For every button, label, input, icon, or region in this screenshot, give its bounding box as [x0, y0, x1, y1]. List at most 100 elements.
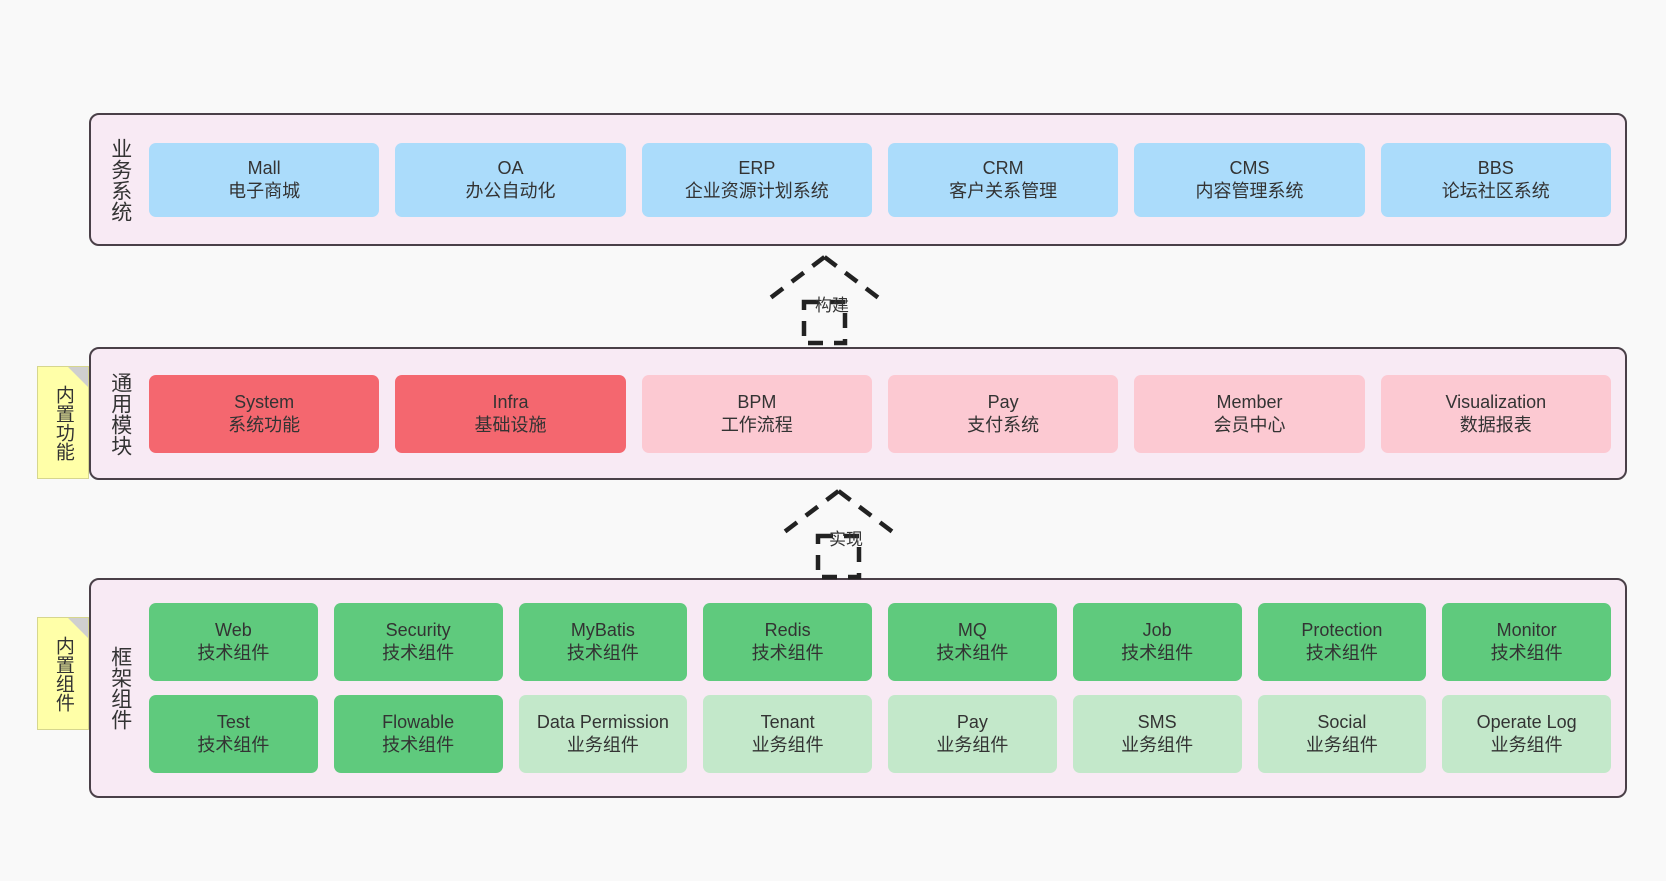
card-tenant-en: Tenant: [760, 712, 815, 733]
card-infra[interactable]: Infra 基础设施: [395, 374, 626, 453]
card-erp[interactable]: ERP 企业资源计划系统: [641, 142, 872, 217]
card-job-cn: 技术组件: [1121, 643, 1194, 663]
card-social-cn: 业务组件: [1305, 735, 1378, 755]
card-monitor-cn: 技术组件: [1490, 643, 1563, 663]
layer-frame-title: 框架组件: [108, 646, 132, 730]
card-oa-cn: 办公自动化: [465, 180, 556, 201]
card-pay-component[interactable]: Pay 业务组件: [888, 695, 1057, 773]
card-member-cn: 会员中心: [1213, 414, 1286, 435]
card-pay-module[interactable]: Pay 支付系统: [887, 374, 1119, 453]
card-member[interactable]: Member 会员中心: [1134, 374, 1365, 453]
card-security-en: Security: [385, 620, 451, 641]
card-mall-en: Mall: [247, 157, 281, 178]
realize-arrow-label: 实现: [829, 530, 863, 549]
card-flowable-en: Flowable: [382, 712, 455, 733]
card-sms-en: SMS: [1137, 712, 1177, 733]
card-mybatis[interactable]: MyBatis 技术组件: [518, 603, 688, 681]
card-web-en: Web: [215, 620, 252, 641]
card-crm[interactable]: CRM 客户关系管理: [887, 142, 1119, 217]
card-pay-module-cn: 支付系统: [967, 414, 1040, 435]
layer-business-body: Mall 电子商城 OA 办公自动化 ERP 企业资源计划系统 CRM 客户关系…: [139, 115, 1625, 244]
card-infra-en: Infra: [492, 391, 529, 412]
card-bpm-cn: 工作流程: [720, 414, 793, 435]
card-security[interactable]: Security 技术组件: [333, 603, 503, 681]
card-member-en: Member: [1216, 391, 1283, 412]
card-visualization-en: Visualization: [1445, 391, 1547, 412]
card-pay-component-en: Pay: [956, 712, 988, 733]
card-protection-cn: 技术组件: [1305, 643, 1378, 663]
note-builtin-component-label: 内置组件: [52, 635, 74, 712]
card-sms-cn: 业务组件: [1121, 735, 1194, 755]
card-oa[interactable]: OA 办公自动化: [395, 142, 626, 217]
card-monitor[interactable]: Monitor 技术组件: [1442, 603, 1611, 681]
card-bbs-en: BBS: [1477, 157, 1514, 178]
card-job[interactable]: Job 技术组件: [1072, 603, 1242, 681]
build-arrow-label: 构建: [815, 296, 849, 315]
card-operate-log[interactable]: Operate Log 业务组件: [1442, 695, 1611, 773]
layer-framework-components: 框架组件 Web 技术组件 Security 技术组件 MyBatis 技术组件…: [89, 578, 1627, 798]
card-system-cn: 系统功能: [228, 414, 301, 435]
card-test-cn: 技术组件: [197, 735, 270, 755]
card-mq[interactable]: MQ 技术组件: [888, 603, 1057, 681]
card-sms[interactable]: SMS 业务组件: [1072, 695, 1242, 773]
card-flowable[interactable]: Flowable 技术组件: [333, 695, 503, 773]
card-bbs[interactable]: BBS 论坛社区系统: [1380, 142, 1611, 217]
card-crm-cn: 客户关系管理: [949, 180, 1058, 201]
card-operate-log-en: Operate Log: [1476, 712, 1577, 733]
card-monitor-en: Monitor: [1496, 620, 1557, 641]
card-web[interactable]: Web 技术组件: [149, 603, 318, 681]
card-operate-log-cn: 业务组件: [1490, 735, 1563, 755]
card-erp-en: ERP: [738, 157, 776, 178]
layer-frame-body: Web 技术组件 Security 技术组件 MyBatis 技术组件 Redi…: [139, 580, 1625, 796]
card-data-permission-cn: 业务组件: [566, 735, 639, 755]
card-bbs-cn: 论坛社区系统: [1441, 180, 1550, 201]
card-redis-en: Redis: [764, 620, 811, 641]
card-bpm[interactable]: BPM 工作流程: [641, 374, 872, 453]
card-mybatis-en: MyBatis: [570, 620, 635, 641]
card-bpm-en: BPM: [737, 391, 777, 412]
layer-business-title: 业务系统: [108, 137, 132, 222]
card-mall-cn: 电子商城: [228, 180, 301, 201]
layer-module-row: System 系统功能 Infra 基础设施 BPM 工作流程 Pay 支付系统…: [149, 374, 1611, 453]
layer-frame-row-2: Test 技术组件 Flowable 技术组件 Data Permission …: [149, 695, 1611, 773]
card-system-en: System: [234, 391, 295, 412]
card-visualization[interactable]: Visualization 数据报表: [1380, 374, 1611, 453]
card-data-permission[interactable]: Data Permission 业务组件: [518, 695, 688, 773]
card-system[interactable]: System 系统功能: [149, 374, 380, 453]
card-mq-en: MQ: [957, 620, 987, 641]
note-fold-corner-icon: [68, 367, 88, 387]
card-redis[interactable]: Redis 技术组件: [703, 603, 872, 681]
note-fold-corner-icon: [68, 618, 88, 638]
card-security-cn: 技术组件: [382, 643, 455, 663]
note-builtin-component: 内置组件: [37, 617, 89, 730]
realize-arrow: 实现: [766, 487, 911, 580]
card-tenant-cn: 业务组件: [751, 735, 824, 755]
card-social-en: Social: [1317, 712, 1367, 733]
card-mall[interactable]: Mall 电子商城: [149, 142, 380, 217]
card-redis-cn: 技术组件: [751, 643, 824, 663]
card-mq-cn: 技术组件: [936, 643, 1009, 663]
card-infra-cn: 基础设施: [474, 414, 547, 435]
layer-business-row: Mall 电子商城 OA 办公自动化 ERP 企业资源计划系统 CRM 客户关系…: [149, 142, 1611, 217]
build-arrow: 构建: [752, 253, 897, 346]
card-web-cn: 技术组件: [197, 643, 270, 663]
card-protection-en: Protection: [1301, 620, 1383, 641]
card-erp-cn: 企业资源计划系统: [684, 180, 829, 201]
card-cms[interactable]: CMS 内容管理系统: [1134, 142, 1365, 217]
card-test-en: Test: [216, 712, 250, 733]
note-builtin-function-label: 内置功能: [52, 384, 74, 461]
layer-business-systems: 业务系统 Mall 电子商城 OA 办公自动化 ERP 企业资源计划系统 CRM…: [89, 113, 1627, 246]
card-tenant[interactable]: Tenant 业务组件: [703, 695, 872, 773]
card-social[interactable]: Social 业务组件: [1257, 695, 1427, 773]
card-job-en: Job: [1142, 620, 1172, 641]
card-data-permission-en: Data Permission: [536, 712, 669, 733]
card-cms-en: CMS: [1229, 157, 1270, 178]
card-test[interactable]: Test 技术组件: [149, 695, 318, 773]
layer-frame-row-1: Web 技术组件 Security 技术组件 MyBatis 技术组件 Redi…: [149, 603, 1611, 681]
card-protection[interactable]: Protection 技术组件: [1257, 603, 1427, 681]
card-pay-component-cn: 业务组件: [936, 735, 1009, 755]
layer-module-title: 通用模块: [108, 371, 132, 456]
card-visualization-cn: 数据报表: [1459, 414, 1532, 435]
card-oa-en: OA: [497, 157, 524, 178]
card-cms-cn: 内容管理系统: [1195, 180, 1304, 201]
